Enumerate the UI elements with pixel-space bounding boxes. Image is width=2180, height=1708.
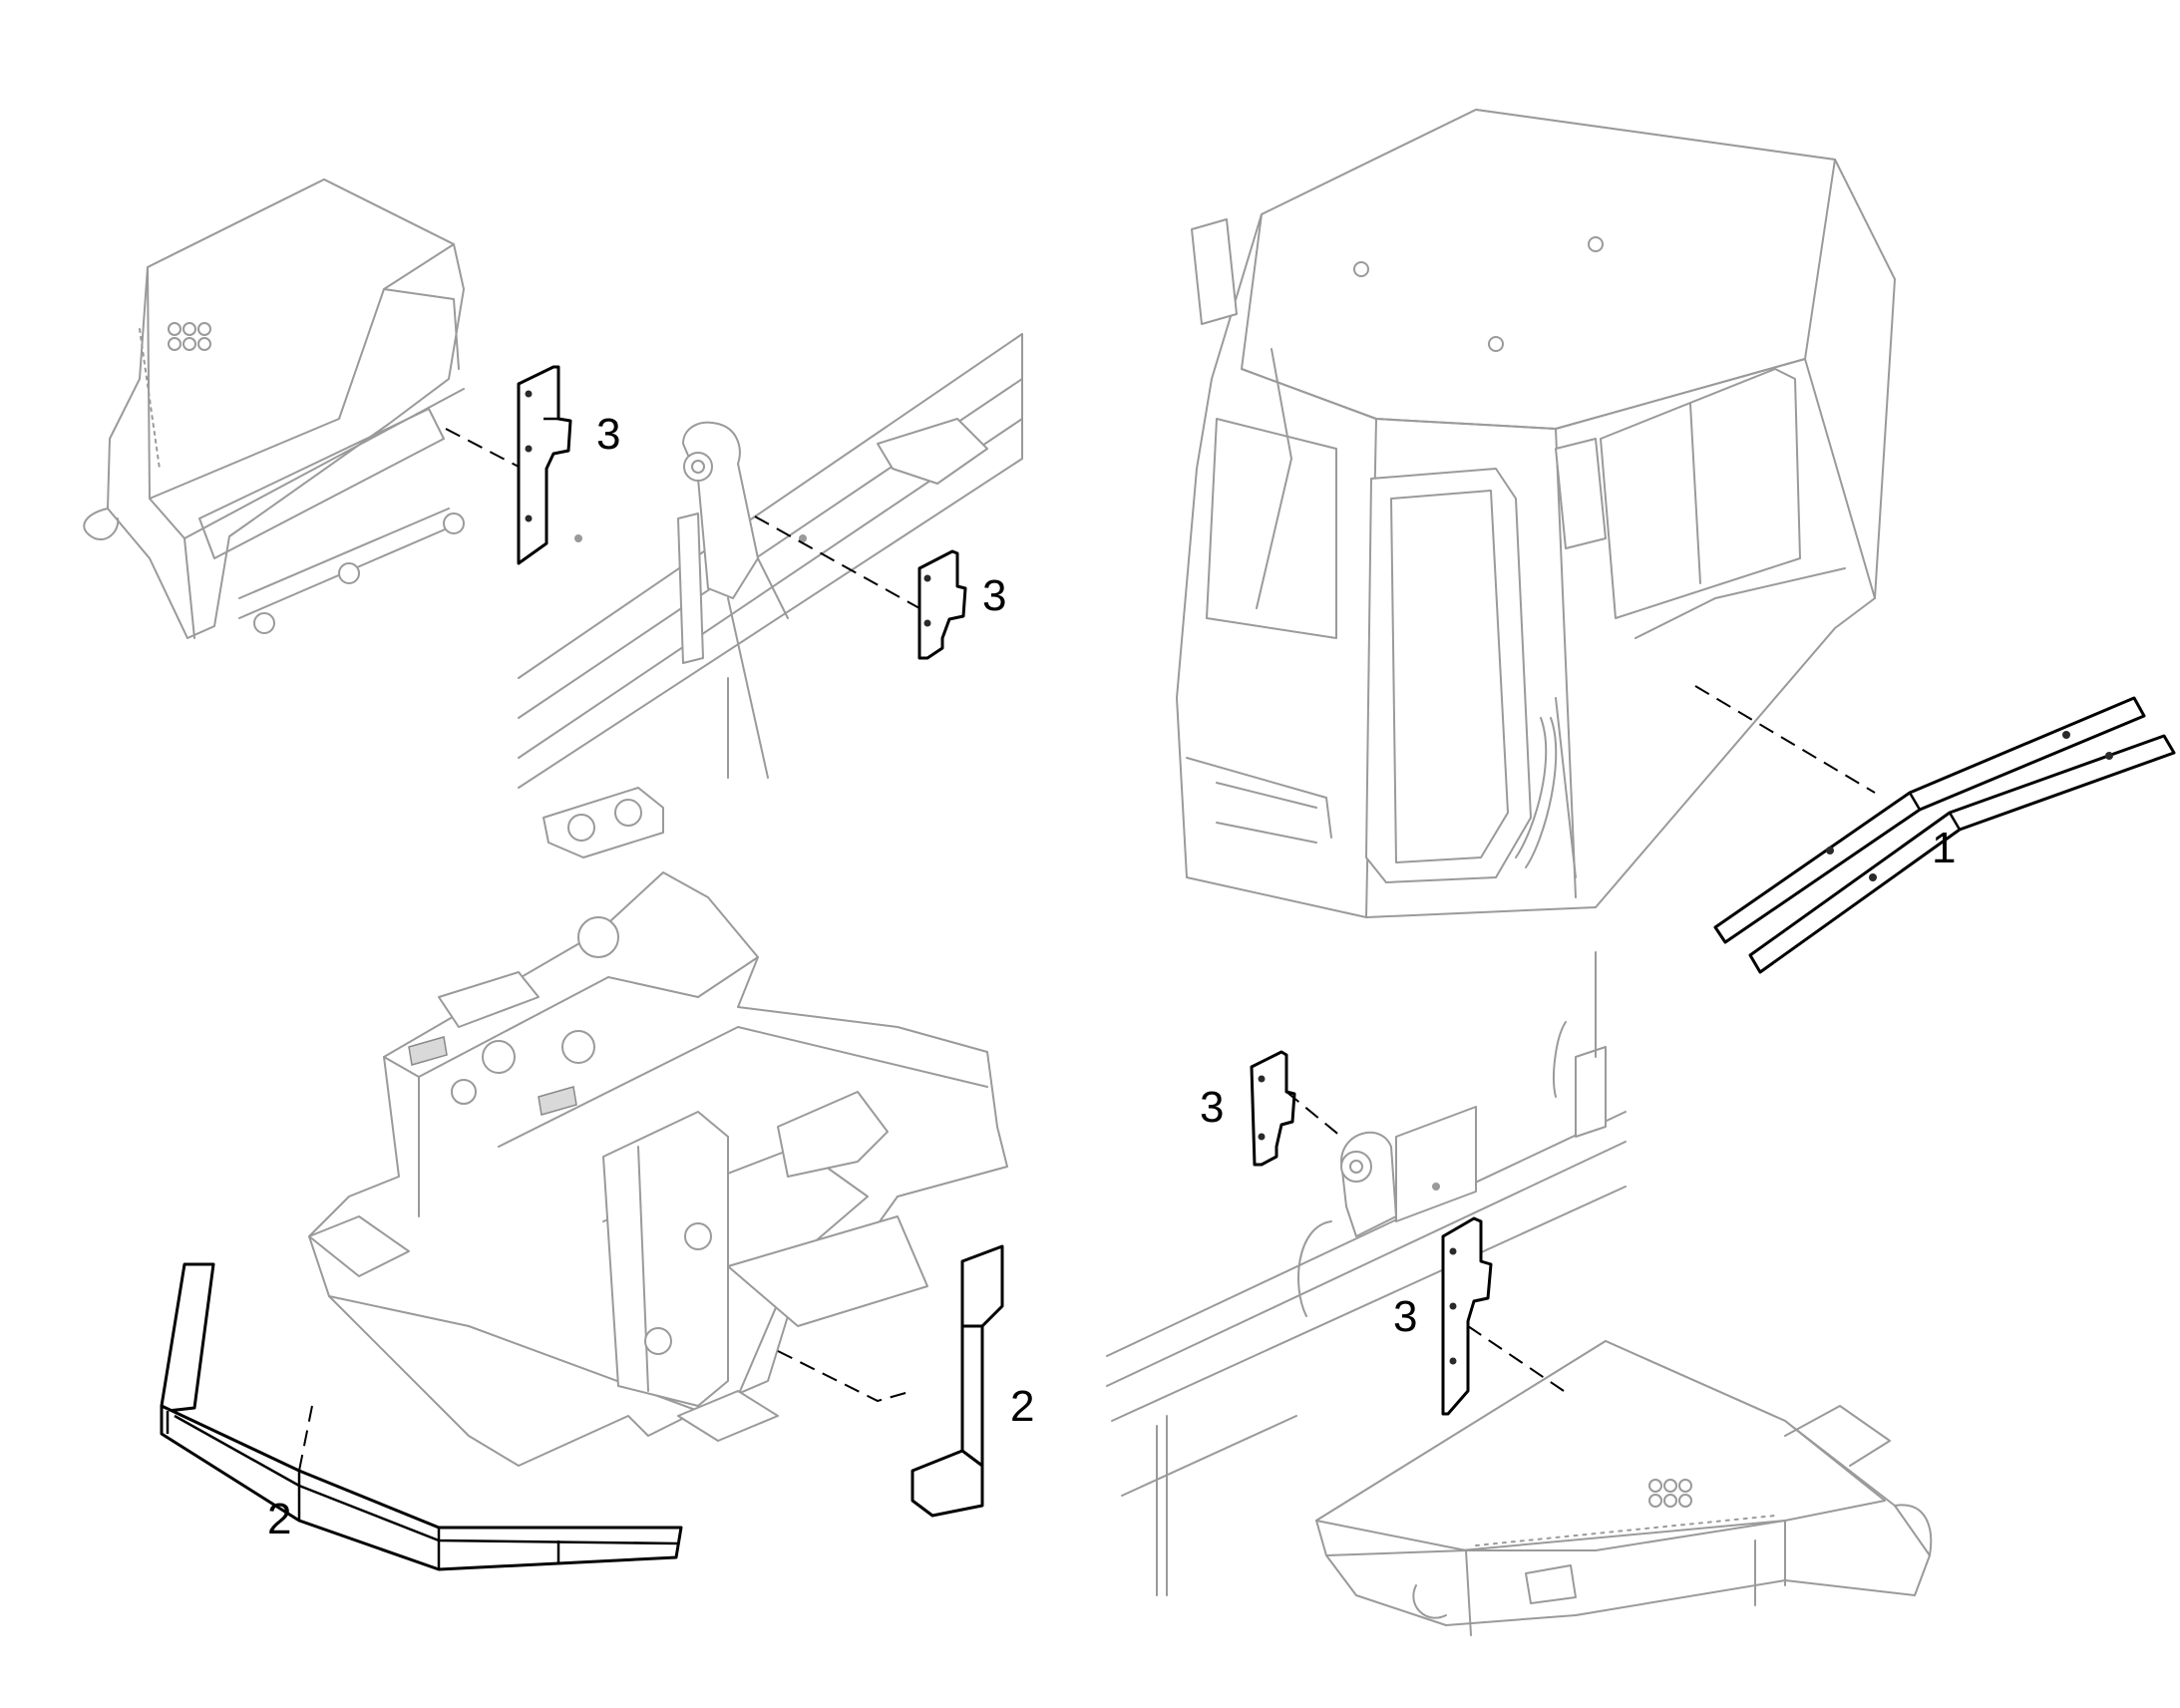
battery-box-left — [83, 178, 465, 639]
seal-strip-frame-front — [160, 1262, 683, 1571]
bracket-seal-lower-right-large — [1441, 1216, 1493, 1416]
callout-3-lower-right-small: 3 — [1200, 1083, 1224, 1132]
terminal-cluster — [1648, 1479, 1692, 1508]
callout-3-upper-left: 3 — [596, 410, 620, 459]
callout-3-lower-right-large: 3 — [1393, 1292, 1417, 1341]
frame-rail-upper — [518, 333, 1023, 858]
cab — [1176, 109, 1896, 918]
battery-box-right — [1315, 1340, 1933, 1636]
callout-2-front: 2 — [267, 1495, 291, 1543]
seal-strip-frame-side — [910, 1244, 1004, 1518]
main-frame — [308, 871, 1008, 1467]
bracket-seal-upper-left — [517, 365, 572, 565]
bracket-seal-upper-middle — [917, 549, 967, 660]
leader-lines — [298, 428, 1876, 1472]
frame-rail-lower-right — [1106, 951, 1627, 1596]
seal-strip-cab — [1713, 696, 2176, 974]
callout-2-side: 2 — [1010, 1382, 1034, 1431]
callout-3-upper-middle: 3 — [982, 571, 1006, 620]
callout-1: 1 — [1932, 824, 1956, 872]
bracket-seal-lower-right-small — [1250, 1050, 1296, 1167]
terminal-cluster — [168, 322, 211, 351]
